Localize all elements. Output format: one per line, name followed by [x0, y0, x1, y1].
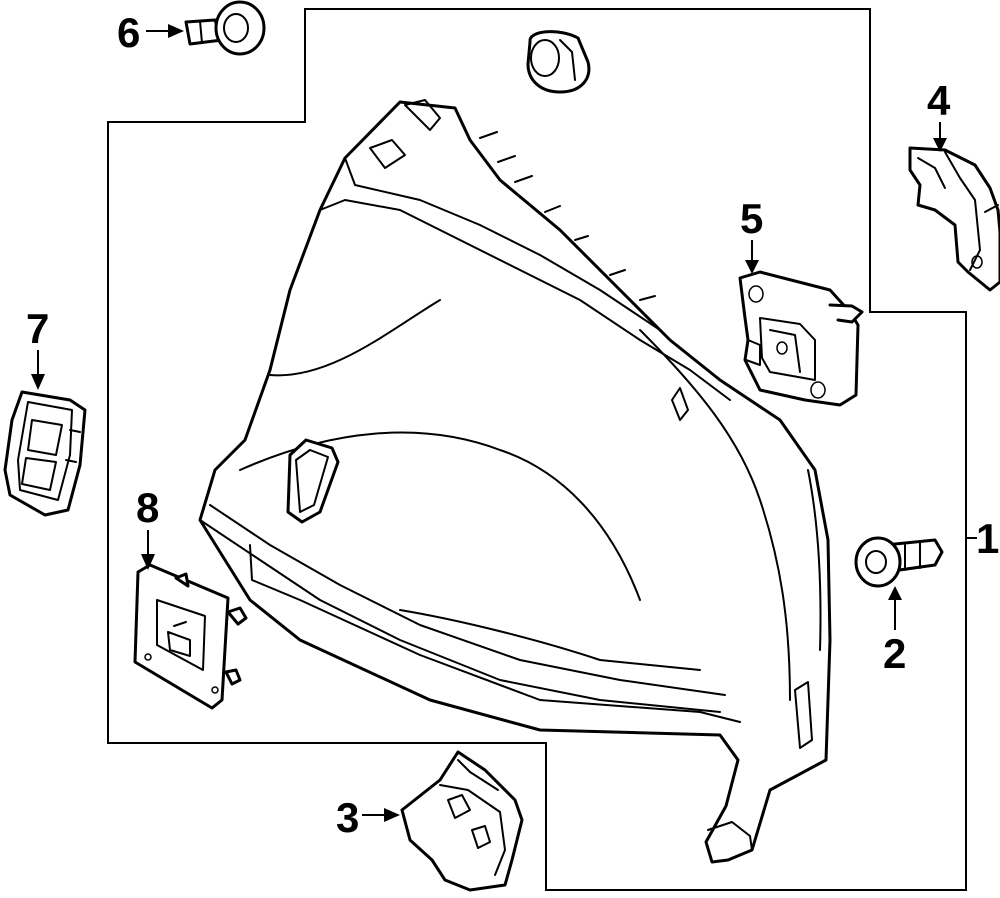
arrow-5: [745, 260, 759, 274]
arrow-6: [168, 24, 184, 38]
arrow-2: [888, 586, 902, 600]
bracket-3: [400, 750, 524, 892]
arrow-3: [384, 808, 400, 822]
callout-2: 2: [883, 630, 906, 677]
callout-8: 8: [136, 484, 159, 531]
retainer-clip-6: [184, 0, 266, 56]
arrow-8: [141, 554, 155, 570]
bracket-4: [908, 146, 1000, 292]
callout-3: 3: [336, 794, 359, 841]
arrow-7: [31, 374, 45, 390]
quarter-trim-panel: [198, 99, 832, 864]
switch-bezel-7: [3, 390, 87, 517]
cover-plate-8: [133, 563, 248, 710]
callout-7: 7: [26, 305, 49, 352]
callout-4: 4: [927, 77, 951, 124]
panel-grommet: [526, 30, 591, 94]
arrow-4: [933, 138, 947, 152]
callout-5: 5: [740, 195, 763, 242]
assembly-boundary: [107, 8, 967, 891]
bracket-5: [738, 270, 864, 407]
push-clip-2: [854, 536, 944, 588]
callout-1: 1: [976, 515, 999, 562]
callout-6: 6: [117, 9, 140, 56]
